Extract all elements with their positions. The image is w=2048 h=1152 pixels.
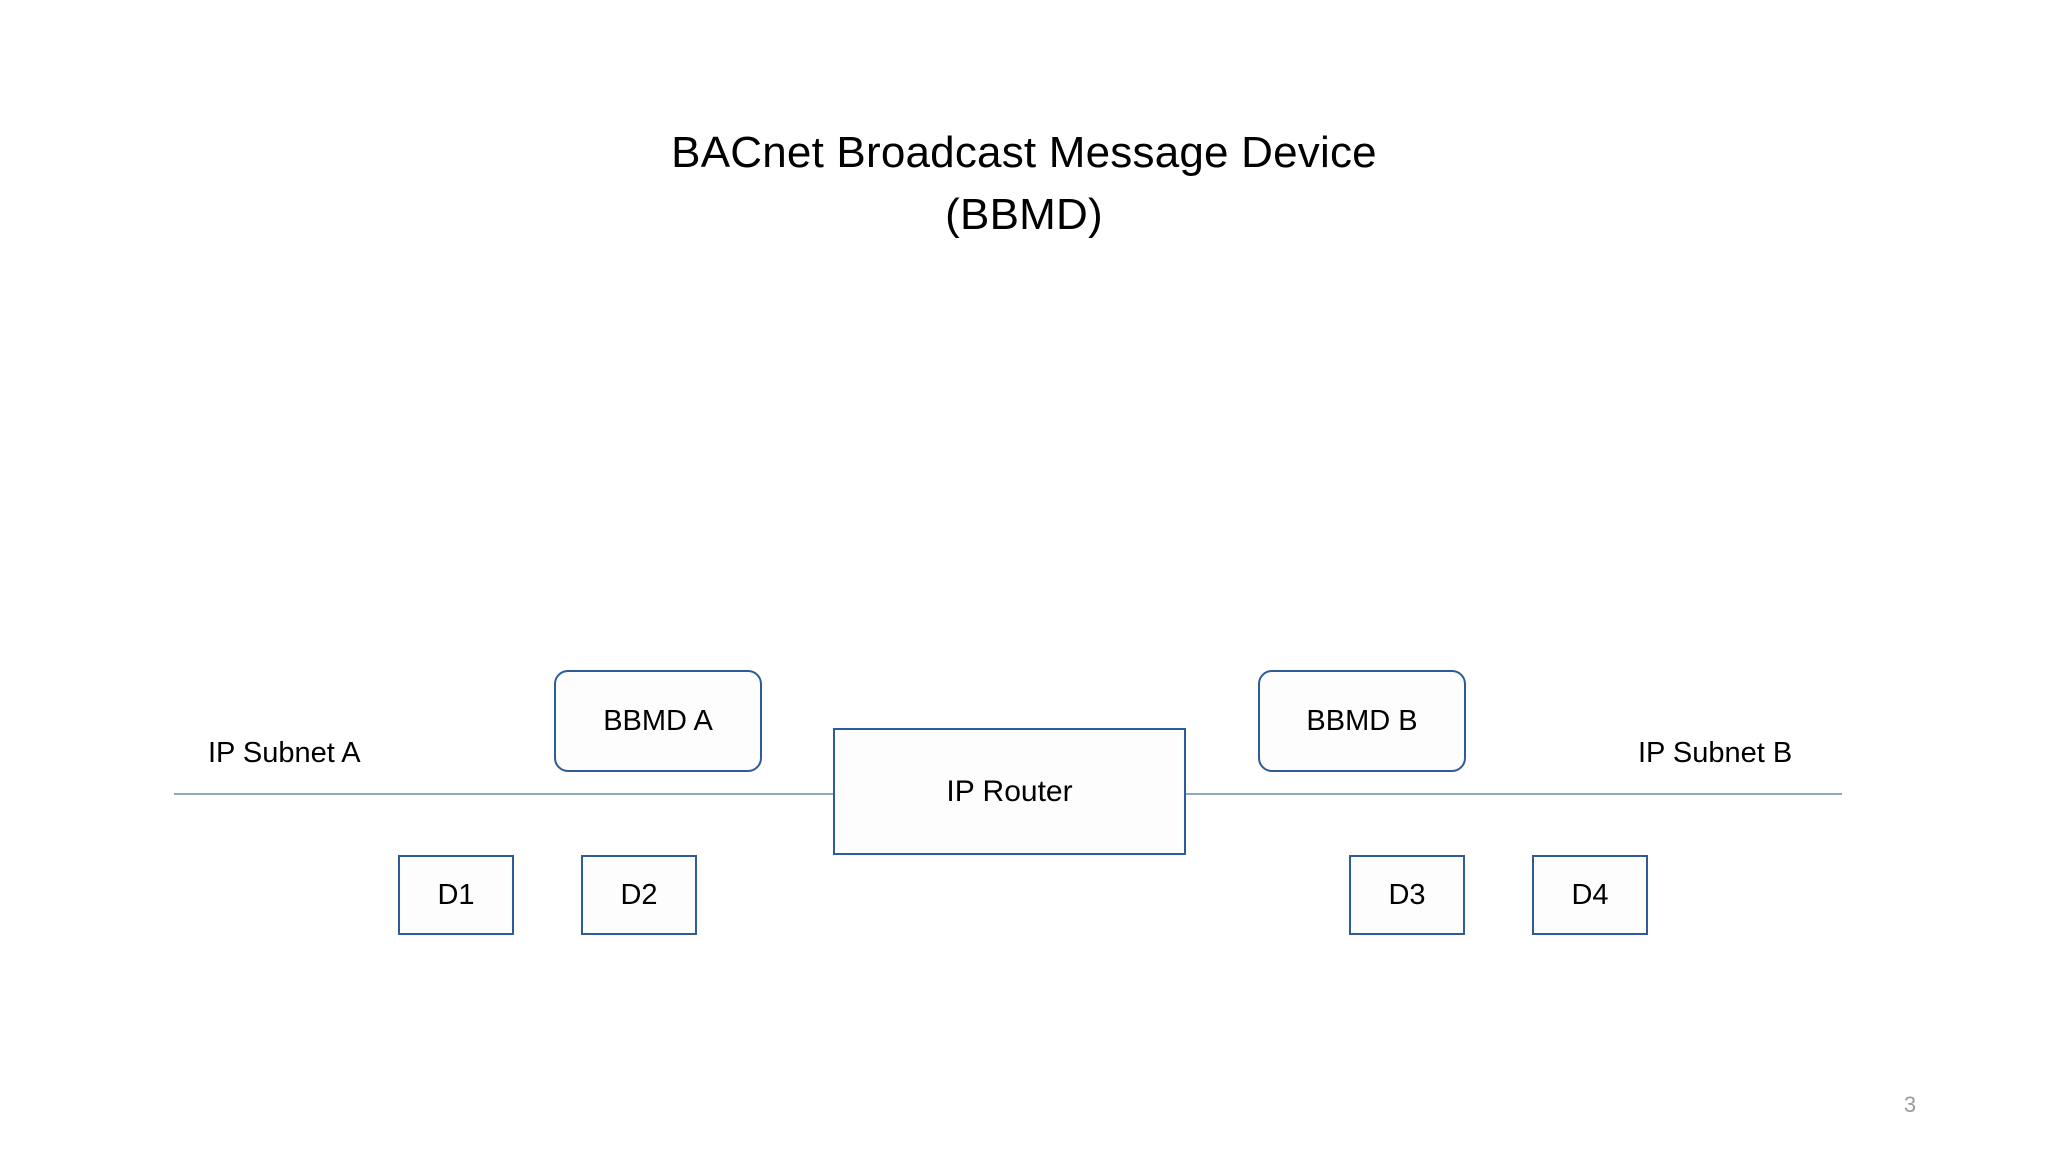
slide-title: BACnet Broadcast Message Device (BBMD) xyxy=(256,122,1792,246)
node-ip-router: IP Router xyxy=(833,728,1186,855)
node-bbmd-b: BBMD B xyxy=(1258,670,1466,772)
subnet-line-b xyxy=(1186,793,1842,795)
page-number: 3 xyxy=(1903,1092,1917,1117)
subnet-label-b: IP Subnet B xyxy=(1638,737,1793,769)
subnet-line-a xyxy=(174,793,838,795)
node-bbmd-a: BBMD A xyxy=(554,670,762,772)
node-device-d2: D2 xyxy=(581,855,697,935)
slide-title-line-1: BACnet Broadcast Message Device xyxy=(671,128,1377,177)
node-device-d4: D4 xyxy=(1532,855,1648,935)
node-device-d3: D3 xyxy=(1349,855,1465,935)
node-device-d1: D1 xyxy=(398,855,514,935)
subnet-label-a: IP Subnet A xyxy=(208,737,361,769)
slide-title-line-2: (BBMD) xyxy=(945,190,1103,239)
